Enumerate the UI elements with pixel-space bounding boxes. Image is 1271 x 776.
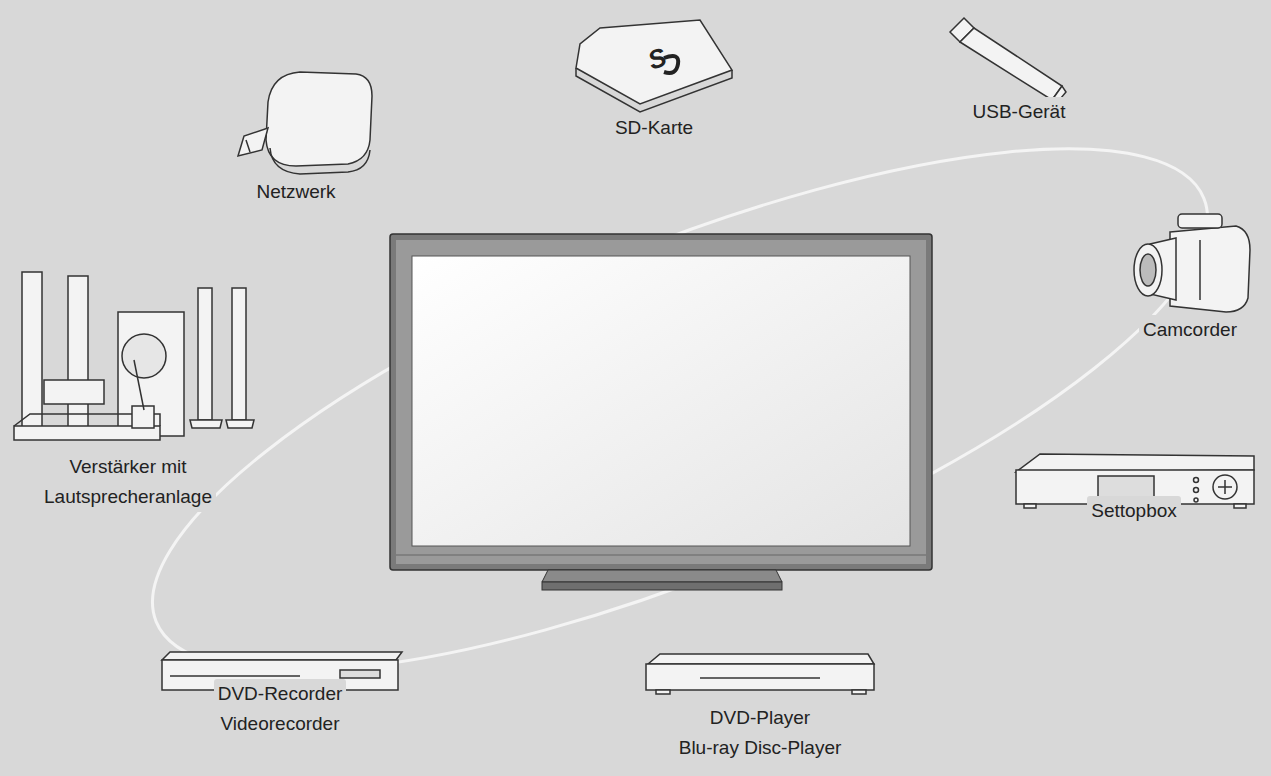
- label-line: Videorecorder: [218, 709, 343, 739]
- dvd-player: [646, 654, 874, 694]
- label-line: Blu-ray Disc-Player: [679, 733, 842, 763]
- camcorder-label: Camcorder: [1139, 315, 1241, 345]
- speaker-system: [14, 272, 254, 440]
- settopbox-label: Settopbox: [1087, 496, 1181, 526]
- sd-card: S: [576, 20, 732, 112]
- amplifier-label: Verstärker mit Lautsprecheranlage: [40, 452, 216, 512]
- usb-label: USB-Gerät: [969, 97, 1070, 127]
- connection-ring: [94, 45, 1265, 774]
- recorder-label: DVD-Recorder Videorecorder: [214, 679, 347, 739]
- tv-set: [390, 234, 932, 590]
- label-line: Verstärker mit: [44, 452, 212, 482]
- label-line: DVD-Player: [679, 703, 842, 733]
- player-label: DVD-Player Blu-ray Disc-Player: [675, 703, 846, 763]
- camcorder: [1134, 214, 1250, 312]
- network-label: Netzwerk: [252, 177, 339, 207]
- label-line: DVD-Recorder: [218, 679, 343, 709]
- usb-stick: [950, 18, 1066, 104]
- network-adapter: [238, 72, 372, 174]
- sd-card-label: SD-Karte: [611, 113, 697, 143]
- label-line: Lautsprecheranlage: [44, 482, 212, 512]
